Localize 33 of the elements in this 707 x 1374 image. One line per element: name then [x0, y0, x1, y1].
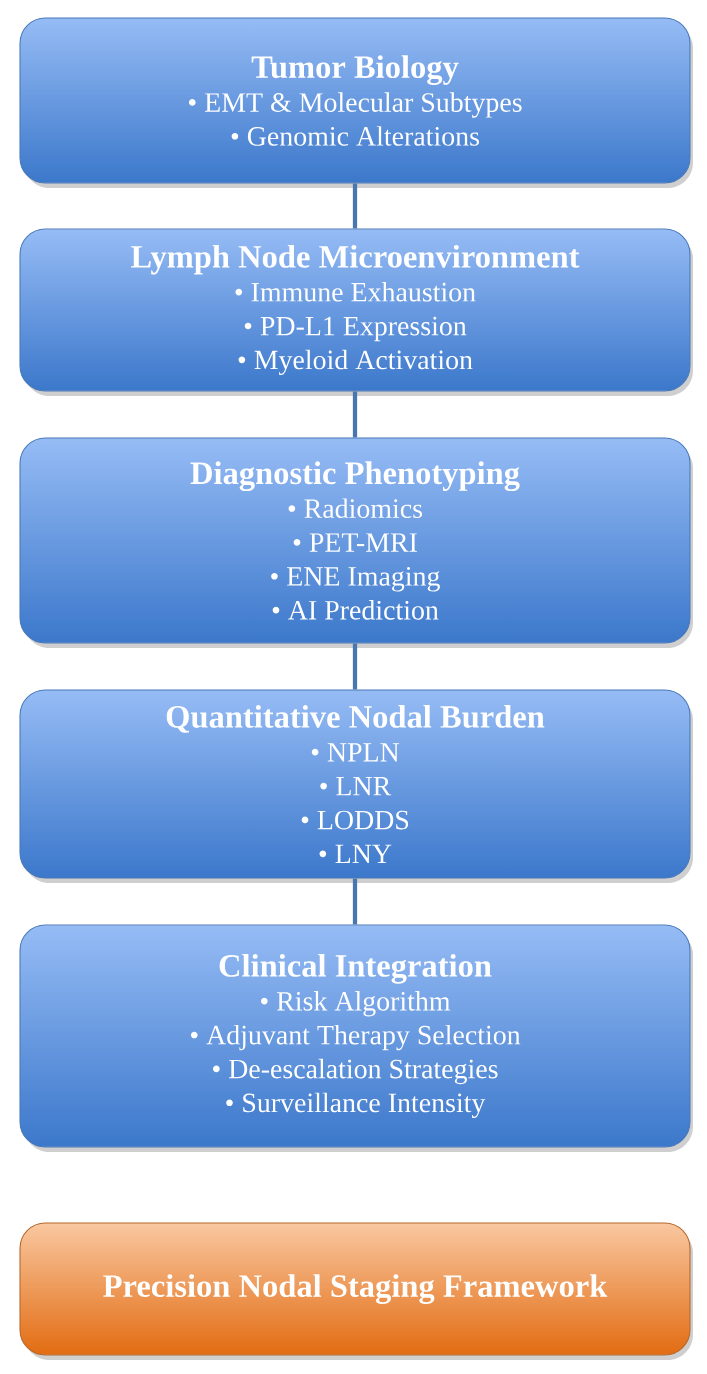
box-heading: Precision Nodal Staging Framework [103, 1274, 608, 1304]
process-box [19, 17, 693, 188]
connector-line [352, 643, 358, 690]
process-box [19, 1222, 693, 1360]
bullet-item: • AI Prediction [272, 600, 439, 620]
bullet-item: • LNY [319, 844, 392, 864]
connector-line [352, 183, 358, 229]
bullet-item: • De-escalation Strategies [213, 1058, 498, 1085]
box-heading: Tumor Biology [251, 55, 459, 85]
process-box [19, 437, 693, 648]
bullet-item: • PD-L1 Expression [244, 316, 467, 342]
bullet-item: • Radiomics [288, 498, 422, 519]
bullet-item: • LNR [320, 777, 392, 796]
connector-line [352, 878, 358, 925]
bullet-item: • Immune Exhaustion [235, 282, 476, 302]
bullet-item: • Genomic Alterations [231, 126, 479, 146]
box-heading: Lymph Node Microenvironment [131, 244, 580, 275]
bullet-item: • PET-MRI [293, 533, 417, 552]
box-heading: Clinical Integration [219, 953, 492, 984]
process-box [19, 228, 693, 396]
bullet-item: • ENE Imaging [271, 567, 440, 592]
bullet-item: • NPLN [311, 743, 400, 762]
bullet-item: • EMT & Molecular Subtypes [189, 92, 522, 118]
bullet-item: • LODDS [301, 810, 409, 830]
process-box [19, 924, 693, 1152]
bullet-item: • Risk Algorithm [261, 991, 451, 1017]
box-heading: Diagnostic Phenotyping [190, 461, 520, 492]
bullet-item: • Myeloid Activation [238, 349, 473, 376]
connector-line [352, 391, 358, 438]
process-box [19, 689, 693, 883]
bullet-item: • Adjuvant Therapy Selection [190, 1024, 521, 1051]
box-heading: Quantitative Nodal Burden [166, 704, 545, 733]
bullet-item: • Surveillance Intensity [226, 1092, 486, 1119]
